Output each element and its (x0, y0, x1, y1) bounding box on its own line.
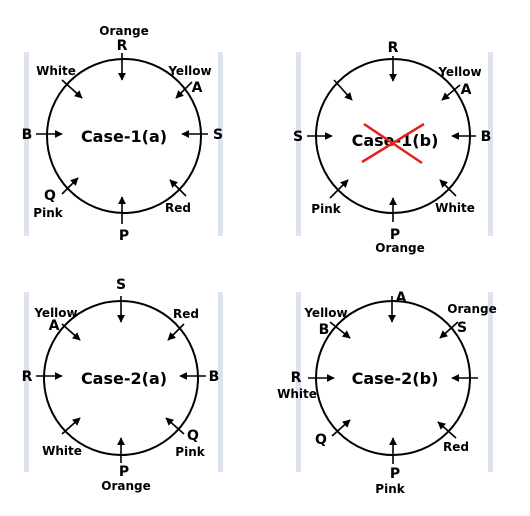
side-bar-left (24, 52, 29, 236)
case-title: Case-2(a) (81, 369, 167, 388)
case-title: Case-2(b) (352, 369, 439, 388)
color-1a-0: Orange (99, 24, 149, 38)
letter-1a-2: S (213, 127, 223, 143)
letter-2a-4: P (119, 464, 129, 480)
letter-2a-0: S (116, 277, 126, 293)
letter-2a-3: Q (187, 428, 199, 444)
arrow-2b-1 (439, 321, 459, 339)
letter-2b-0: A (396, 290, 407, 306)
color-2a-7: Yellow (33, 306, 77, 320)
letter-2b-5: Q (315, 432, 327, 448)
side-bar-left (24, 292, 29, 472)
side-bar-right (218, 52, 223, 236)
color-2a-3: Pink (175, 445, 205, 459)
letter-2b-6: R (291, 370, 302, 386)
color-1b-5: Pink (311, 202, 341, 216)
arrow-2b-7 (329, 321, 351, 339)
color-1a-3: Red (165, 201, 191, 215)
letter-1a-0: R (117, 38, 128, 54)
diagram-case-2a: Case-2(a) S Red B Q Pink P Orange White … (22, 277, 223, 493)
letter-1a-1: A (192, 80, 203, 96)
letter-2b-1: S (457, 320, 467, 336)
arrow-2b-5 (331, 419, 351, 437)
diagram-case-1b: Case-1(b) R A Yellow B White P Orange Pi… (293, 40, 493, 255)
letter-2a-6: R (22, 369, 33, 385)
letter-1b-1: A (461, 82, 472, 98)
side-bar-left (296, 52, 301, 236)
color-1a-1: Yellow (167, 64, 211, 78)
arrow-2b-3 (437, 421, 457, 439)
arrow-1b-7 (333, 79, 353, 101)
side-bar-right (218, 292, 223, 472)
arrow-1b-3 (439, 179, 457, 197)
cross-mark-b (361, 122, 425, 164)
arrow-2a-1 (167, 323, 185, 341)
side-bar-right (488, 52, 493, 236)
letter-1b-0: R (388, 40, 399, 56)
diagram-case-1a: Case-1(a) R Orange A Yellow S Red P Q Pi… (22, 24, 223, 244)
arrow-2a-3 (165, 417, 185, 435)
arrow-2a-7 (61, 323, 81, 341)
color-2a-5: White (42, 444, 82, 458)
letter-2a-7: A (49, 318, 60, 334)
color-2b-6: White (277, 387, 317, 401)
arrow-2a-5 (61, 417, 81, 435)
color-2b-4: Pink (375, 482, 405, 496)
diagram-case-2b: Case-2(b) A S Orange Red P Pink Q R Whit… (277, 290, 497, 496)
letter-2b-7: B (319, 322, 330, 338)
arrow-1b-5 (329, 179, 349, 199)
letter-1b-2: B (481, 129, 492, 145)
color-2b-3: Red (443, 440, 469, 454)
color-1b-1: Yellow (437, 65, 481, 79)
letter-2b-4: P (390, 466, 400, 482)
letter-1a-5: Q (44, 188, 56, 204)
color-2b-1: Orange (447, 302, 497, 316)
color-2b-7: Yellow (303, 306, 347, 320)
color-2a-4: Orange (101, 479, 151, 493)
arrow-1a-3 (169, 179, 187, 197)
color-1b-3: White (435, 201, 475, 215)
color-2a-1: Red (173, 307, 199, 321)
arrow-1b-1 (441, 84, 461, 101)
color-1a-7: White (36, 64, 76, 78)
letter-1b-6: S (293, 129, 303, 145)
arrow-1a-1 (175, 81, 193, 99)
letter-1a-6: B (22, 127, 33, 143)
letter-1a-4: P (119, 228, 129, 244)
side-bar-right (488, 292, 493, 472)
color-1b-4: Orange (375, 241, 425, 255)
arrow-1a-7 (61, 79, 83, 99)
side-bar-left (296, 292, 301, 472)
case-title: Case-1(a) (81, 127, 167, 146)
letter-2a-2: B (209, 369, 220, 385)
arrow-1a-5 (61, 177, 79, 195)
table-circle (46, 58, 202, 214)
color-1a-5: Pink (33, 206, 63, 220)
letter-1b-4: P (390, 227, 400, 243)
